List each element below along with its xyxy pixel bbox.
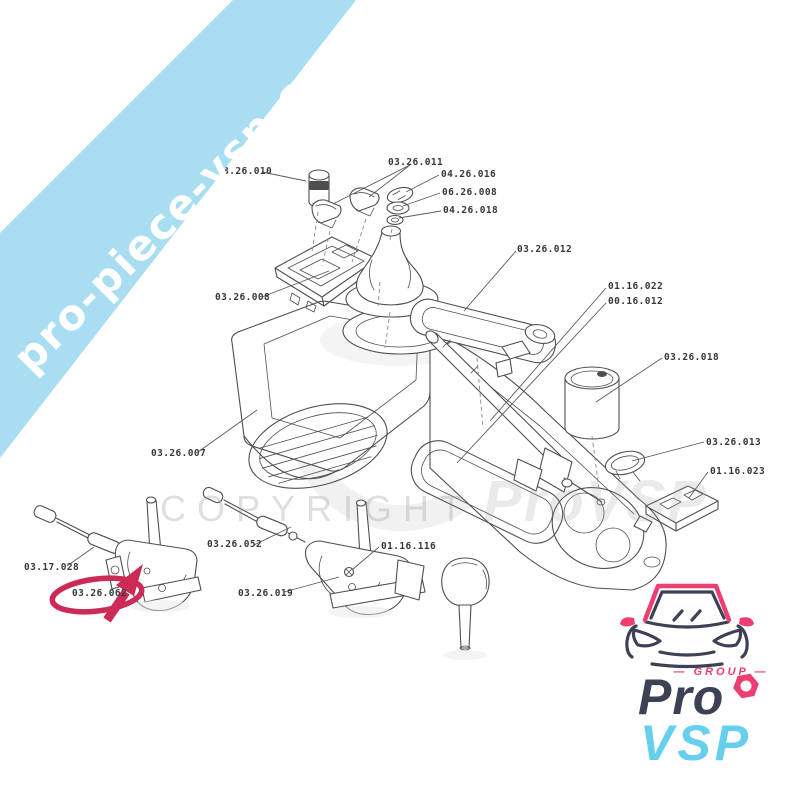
- mounting-bracket: [633, 485, 719, 533]
- alignment-lines: [311, 211, 600, 490]
- gear-boot: [345, 225, 439, 318]
- logo-car-icon: [620, 583, 754, 669]
- armrest-lid: [409, 298, 557, 378]
- logo-hex-nut-icon: [733, 673, 759, 699]
- handbrake-lever: [425, 330, 606, 506]
- gear-shifter-center: [202, 486, 426, 618]
- site-banner: pro-piece-vsp.com: [0, 0, 371, 458]
- gear-knob: [441, 557, 490, 660]
- logo-group-label: — GROUP —: [673, 666, 769, 678]
- highlight-arrow-shaft: [103, 589, 130, 623]
- cover-cap: [604, 450, 646, 482]
- highlight-ellipse: [49, 575, 145, 615]
- highlight-arrow-head: [116, 564, 143, 596]
- blank-covers: [386, 186, 414, 226]
- rocker-switches: [311, 187, 380, 229]
- highlight-marker: [49, 564, 145, 623]
- leader-lines: [66, 164, 709, 593]
- logo-pro-text: Pro: [638, 669, 725, 725]
- provsp-logo: — GROUP — Pro VSP: [612, 568, 792, 793]
- gear-shifter-left: [33, 496, 202, 612]
- logo-vsp-text: VSP: [640, 715, 753, 771]
- banner-ribbon: [0, 0, 356, 458]
- cup-insert-cylinder: [564, 366, 620, 440]
